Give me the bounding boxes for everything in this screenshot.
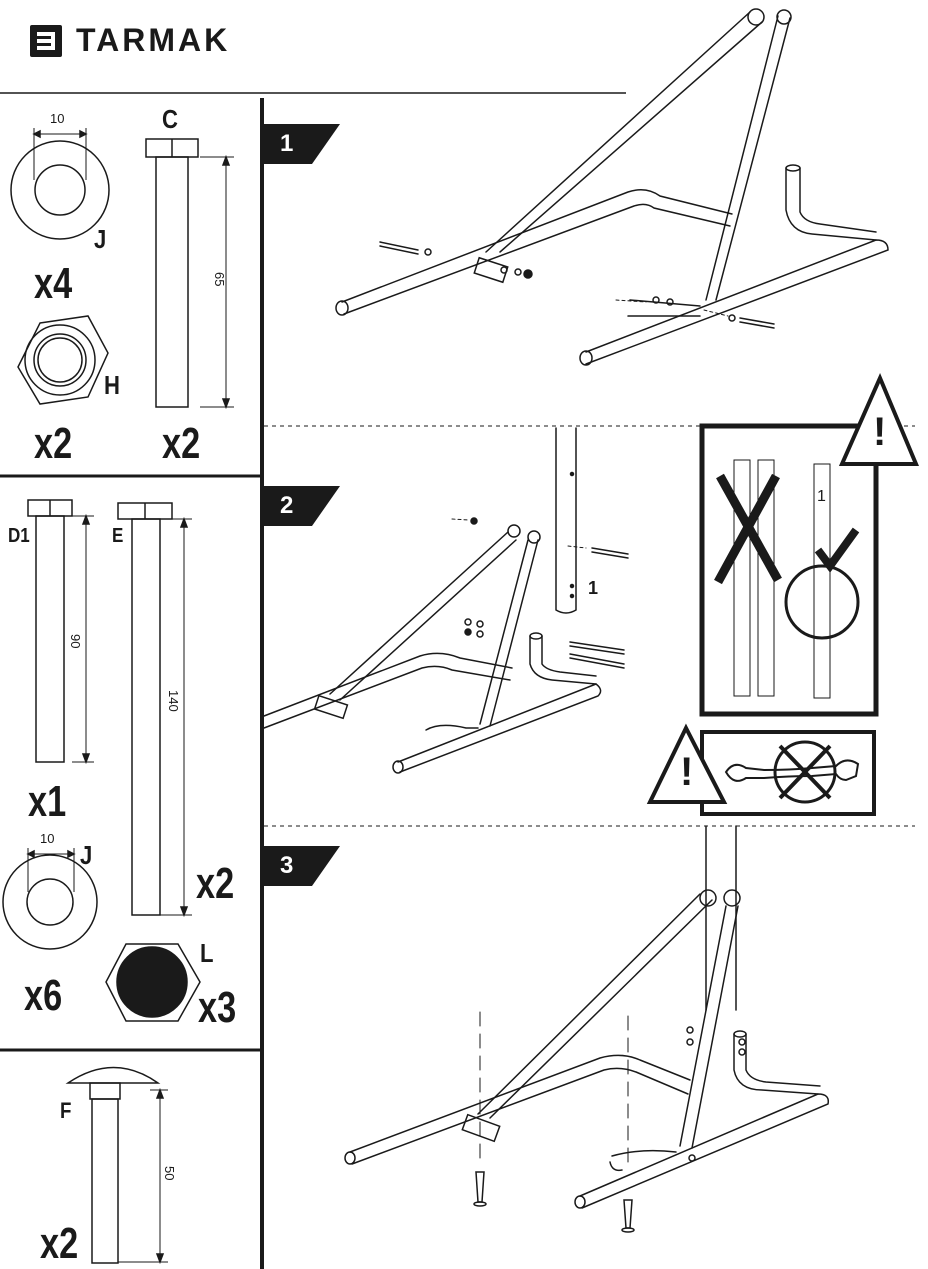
washer-j-bottom-dimension: 10 — [40, 831, 55, 846]
bolt-e-drawing — [117, 502, 192, 918]
bolt-c-letter: C — [162, 104, 178, 134]
bolt-f-dimension: 50 — [162, 1166, 177, 1181]
step-3-badge — [264, 846, 340, 886]
bolt-f-quantity: x2 — [40, 1219, 79, 1268]
step-1-badge — [264, 124, 340, 164]
bolt-d1-drawing — [27, 499, 94, 765]
brand: TARMAK — [30, 22, 230, 59]
bolt-d1-dimension: 90 — [68, 634, 83, 649]
bolt-e-dimension: 140 — [166, 690, 181, 712]
nut-h-quantity: x2 — [34, 419, 73, 468]
cap-l-quantity: x3 — [198, 983, 237, 1032]
step-1-number: 1 — [280, 130, 294, 157]
washer-j-top-quantity: x4 — [34, 259, 73, 308]
nut-h-letter: H — [104, 370, 120, 400]
washer-j-top-dimension: 10 — [50, 111, 65, 126]
washer-j-bottom-letter: J — [80, 840, 93, 870]
warning-exclamation: ! — [680, 750, 694, 794]
tube-label: 1 — [817, 488, 826, 505]
step-2-frame-drawing — [263, 427, 629, 774]
nut-h-drawing — [17, 315, 109, 405]
step-3-frame-drawing — [344, 825, 830, 1233]
bolt-f-letter: F — [60, 1098, 72, 1123]
washer-j-bottom-quantity: x6 — [24, 971, 63, 1020]
bolt-e-letter: E — [112, 525, 124, 547]
bolt-d1-letter: D1 — [8, 525, 30, 547]
step-3-number: 3 — [280, 852, 294, 879]
cap-l-drawing — [105, 943, 201, 1022]
warning-triangle-icon — [646, 723, 728, 804]
washer-j-top-letter: J — [94, 224, 107, 254]
tube-orientation-warning-box — [699, 423, 879, 717]
warning-triangle-icon — [838, 372, 920, 466]
brand-name: TARMAK — [76, 22, 231, 58]
bolt-e-quantity: x2 — [196, 859, 235, 908]
bolt-c-dimension: 65 — [212, 272, 227, 287]
washer-j-top-drawing — [10, 128, 110, 240]
step-2-number: 2 — [280, 492, 294, 519]
bolt-d1-quantity: x1 — [28, 777, 67, 826]
bolt-c-drawing — [145, 138, 234, 410]
no-power-tool-warning-box — [700, 730, 876, 816]
warning-exclamation: ! — [873, 410, 887, 454]
cap-l-letter: L — [200, 938, 214, 968]
bolt-f-drawing — [65, 1066, 168, 1265]
step-2-tube-callout: 1 — [588, 578, 599, 598]
step-1-frame-drawing — [335, 8, 889, 366]
bolt-c-quantity: x2 — [162, 419, 201, 468]
tarmak-logo-icon — [30, 24, 62, 57]
washer-j-bottom-drawing — [2, 848, 98, 950]
step-2-badge — [264, 486, 340, 526]
